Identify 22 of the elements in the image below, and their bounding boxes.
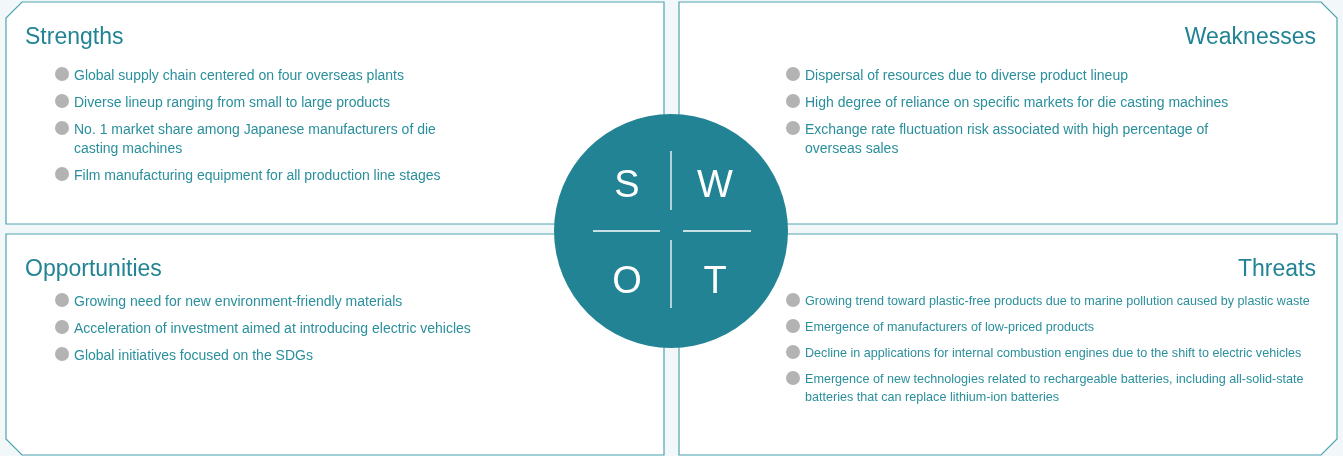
panel-heading: Weaknesses	[1184, 23, 1316, 50]
quadrant-letter: W	[697, 165, 733, 203]
bullet-text: Global initiatives focused on the SDGs	[74, 346, 313, 365]
bullet-text: Growing need for new environment-friendly materials	[74, 292, 403, 311]
panel-heading: Opportunities	[25, 255, 162, 282]
panel-heading: Threats	[1238, 255, 1316, 282]
bullet-text: No. 1 market share among Japanese manufacturers of die casting machines	[74, 120, 437, 158]
bullet-text: Dispersal of resources due to diverse product lineup	[805, 66, 1128, 85]
bullet-text: Decline in applications for internal combustion engines due to the shift to electric vehicles	[805, 345, 1302, 362]
bullet-text: Diverse lineup ranging from small to large products	[74, 93, 390, 112]
quadrant-letter: O	[612, 261, 642, 299]
bullet-text: Acceleration of investment aimed at introducing electric vehicles	[74, 319, 471, 338]
bullet-text: Global supply chain centered on four overseas plants	[74, 66, 404, 85]
bullet-text: Emergence of manufacturers of low-priced products	[805, 319, 1095, 336]
panel-heading: Strengths	[25, 23, 124, 50]
quadrant-letter: T	[703, 261, 727, 299]
bullet-text: Emergence of new technologies related to rechargeable batteries, including all-solid-state batteries that can replace lithium-ion batteries	[805, 371, 1305, 406]
bullet-text: High degree of reliance on specific markets for die casting machines	[805, 93, 1229, 112]
bullet-text: Film manufacturing equipment for all production line stages	[74, 166, 441, 185]
bullet-text: Exchange rate fluctuation risk associated with high percentage of overseas sales	[805, 120, 1210, 158]
quadrant-letter: S	[614, 165, 640, 203]
bullet-text: Growing trend toward plastic-free products due to marine pollution caused by plastic waste	[805, 293, 1310, 310]
